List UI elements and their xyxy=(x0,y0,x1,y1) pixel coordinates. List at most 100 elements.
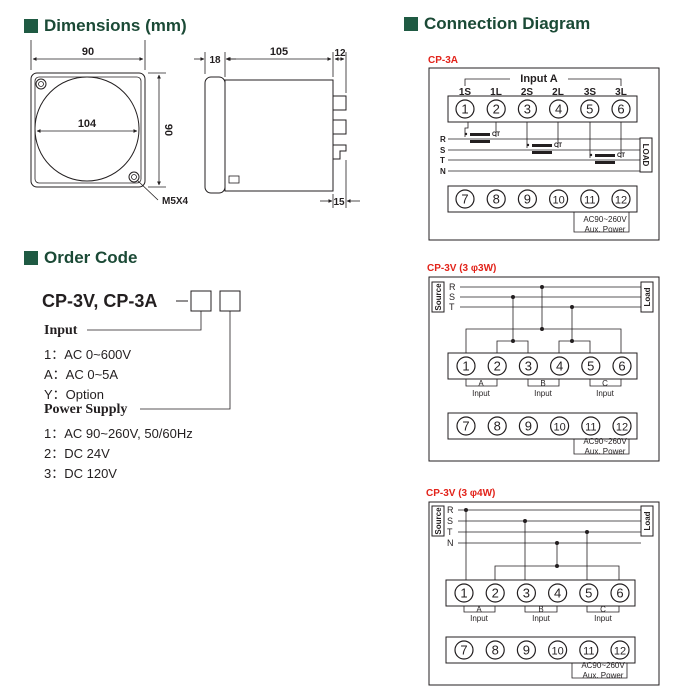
ct-label: CT xyxy=(554,143,562,149)
aux-bracket xyxy=(573,439,630,455)
section-marker-icon xyxy=(24,251,38,265)
order-model: CP-3V, CP-3A xyxy=(42,291,158,311)
line-label: R xyxy=(447,505,454,515)
order-input-option: Y：Option xyxy=(44,387,104,402)
terminal-circle xyxy=(516,583,537,603)
group-bracket xyxy=(524,606,558,613)
source-box xyxy=(431,505,445,537)
section-marker-icon xyxy=(404,17,418,31)
junction-dot xyxy=(555,564,559,568)
cp3v-4w-title: CP-3V (3 φ4W) xyxy=(426,488,495,499)
order-input-option: 1：AC 0~600V xyxy=(44,347,132,362)
terminal-circle xyxy=(518,356,539,376)
line-label: R xyxy=(440,135,446,144)
line-label: S xyxy=(447,516,453,526)
terminal-number: 4 xyxy=(554,586,561,601)
source-box xyxy=(431,281,445,313)
terminal-circle xyxy=(580,189,600,209)
order-box-input xyxy=(190,290,212,312)
terminal-strip-bottom xyxy=(447,185,638,213)
terminal-number: 3 xyxy=(523,586,530,601)
group-input: Input xyxy=(532,614,551,623)
pin-label: 2L xyxy=(552,87,564,98)
aux-power: Aux. Power xyxy=(585,225,626,234)
side-clip xyxy=(228,175,240,184)
terminal-circle xyxy=(581,356,601,376)
pin-label: 1L xyxy=(490,87,502,98)
load-label: Load xyxy=(643,287,652,306)
side-terminal xyxy=(332,119,347,135)
side-bezel xyxy=(204,76,226,194)
terminal-circle xyxy=(610,583,630,603)
line-label: R xyxy=(449,282,456,292)
terminal-circle xyxy=(456,356,476,376)
cp3a-diagram: CP-3A Input A 1S 1L 2S 2L 3S 3L R S T N xyxy=(428,55,660,241)
terminal-number: 8 xyxy=(492,643,499,658)
terminal-circle xyxy=(549,356,570,376)
group-bracket xyxy=(527,379,560,387)
terminal-strip-top xyxy=(445,579,636,607)
terminal-circle xyxy=(517,189,538,209)
side-view: 18 105 12 15 xyxy=(194,46,360,208)
ct-label: CT xyxy=(492,132,500,138)
terminal-circle xyxy=(487,356,507,376)
line-label: T xyxy=(447,527,453,537)
dim-side-front: 18 xyxy=(209,55,221,66)
terminal-number: 6 xyxy=(618,359,625,374)
dim-side-bottom: 15 xyxy=(333,197,345,208)
order-power-label: Power Supply xyxy=(44,402,128,417)
group-bracket xyxy=(465,379,498,387)
order-power-option: 3：DC 120V xyxy=(44,466,117,481)
ct-transformer-icon xyxy=(526,143,552,154)
terminal-circle xyxy=(612,416,632,436)
terminal-number: 3 xyxy=(525,359,532,374)
terminal-circle xyxy=(581,416,601,436)
side-body xyxy=(224,79,334,192)
load-label: Load xyxy=(643,511,652,530)
pin-label: 1S xyxy=(459,87,472,98)
load-box xyxy=(639,137,653,173)
terminal-circle xyxy=(547,583,568,603)
aux-power: Aux. Power xyxy=(585,447,626,456)
order-leader-input xyxy=(87,311,202,331)
group-input: Input xyxy=(534,389,553,398)
line-label: S xyxy=(440,146,446,155)
terminal-circle xyxy=(517,99,538,119)
group-bracket xyxy=(589,379,622,387)
wire xyxy=(464,122,469,137)
dim-front-width: 90 xyxy=(82,46,94,58)
screw-hole-icon xyxy=(128,171,140,183)
aux-voltage: AC90~260V xyxy=(581,661,625,670)
terminal-circle xyxy=(455,189,475,209)
source-label: Source xyxy=(434,507,443,535)
group-letter: C xyxy=(600,605,606,614)
terminal-number: 7 xyxy=(461,192,468,207)
terminal-number: 4 xyxy=(556,359,563,374)
terminal-circle xyxy=(487,416,507,436)
terminal-number: 11 xyxy=(585,422,596,434)
terminal-number: 12 xyxy=(616,422,628,434)
meter-window xyxy=(34,76,140,182)
terminal-circle xyxy=(486,99,506,119)
terminal-number: 10 xyxy=(553,422,565,434)
terminal-number: 2 xyxy=(494,359,501,374)
cp3a-input-label: Input A xyxy=(520,73,558,85)
connection-title: Connection Diagram xyxy=(404,14,590,34)
terminal-number: 10 xyxy=(551,646,563,658)
terminal-circle xyxy=(454,640,474,660)
terminal-number: 12 xyxy=(614,646,626,658)
aux-bracket xyxy=(573,212,630,233)
terminal-circle xyxy=(518,416,539,436)
dimensions-title: Dimensions (mm) xyxy=(24,16,187,36)
group-input: Input xyxy=(594,614,613,623)
screw-hole-icon xyxy=(35,78,47,90)
terminal-number: 11 xyxy=(583,646,594,658)
junction-dot xyxy=(540,327,544,331)
group-letter: A xyxy=(476,605,482,614)
line-label: N xyxy=(440,167,446,176)
terminal-number: 2 xyxy=(493,102,500,117)
pin-label: 3L xyxy=(615,87,627,98)
terminal-number: 5 xyxy=(587,359,594,374)
